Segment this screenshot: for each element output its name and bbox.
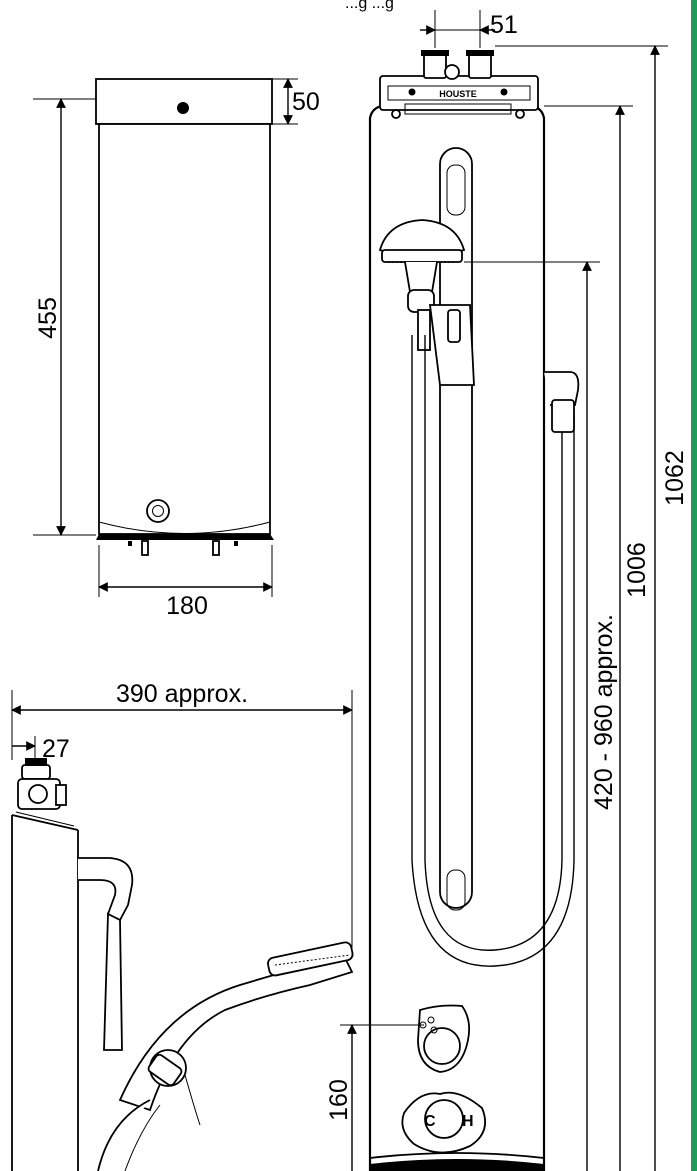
inlet-left	[423, 53, 447, 79]
shower-hose	[424, 335, 563, 951]
dim-cap: 50	[272, 78, 320, 125]
front-body	[98, 123, 271, 535]
dim-inlet-spacing: 51	[420, 10, 518, 48]
dim-side-offset: 27	[12, 735, 70, 763]
flow-knob	[423, 1027, 461, 1065]
accent-rail	[691, 0, 697, 1171]
dim-overall-height: 1062	[495, 45, 689, 1171]
dim-control-height: 160	[325, 1024, 424, 1171]
front-base	[96, 534, 274, 540]
dim-body-height: 455	[33, 98, 96, 536]
side-handset	[118, 957, 354, 1112]
panel-top-valve: HOUSTE	[379, 50, 539, 119]
brand-text: HOUSTE	[439, 89, 477, 99]
dim-rail-range-label: 420 - 960 approx.	[590, 614, 618, 810]
front-cap	[95, 78, 273, 125]
side-arm	[78, 857, 134, 922]
temperature-control: C H	[401, 1091, 486, 1154]
panel-base	[369, 1152, 545, 1159]
dim-panel-height-label: 1006	[623, 542, 651, 598]
shower-panel: HOUSTE	[368, 50, 580, 1171]
front-view	[95, 78, 274, 556]
front-knob	[146, 499, 170, 523]
dim-body-height-label: 455	[34, 297, 62, 339]
cap-screw	[177, 102, 189, 114]
side-inlet-fitting	[17, 758, 67, 810]
side-view	[11, 758, 354, 1171]
dim-cap-label: 50	[292, 88, 320, 116]
dim-inlet-spacing-label: 51	[490, 11, 518, 39]
dim-body-width-label: 180	[166, 592, 208, 620]
rail-slider	[428, 304, 475, 386]
hose-outlet	[544, 371, 580, 406]
top-cropped-text: ...g ...g	[345, 0, 394, 12]
temperature-knob	[424, 1099, 464, 1139]
dim-body-width: 180	[98, 545, 273, 620]
dim-side-offset-label: 27	[42, 735, 70, 763]
label-cold: C	[424, 1113, 436, 1130]
dim-rail-range: 420 - 960 approx.	[464, 261, 618, 1171]
label-hot: H	[462, 1113, 474, 1130]
dim-control-height-label: 160	[325, 1079, 353, 1121]
dim-side-depth-label: 390 approx.	[116, 680, 248, 708]
inlet-right	[468, 53, 492, 79]
dim-overall-height-label: 1062	[661, 450, 689, 506]
flow-control	[417, 1004, 471, 1073]
dim-panel-height: 1006	[544, 105, 651, 1171]
dim-side-depth: 390 approx.	[11, 680, 353, 955]
